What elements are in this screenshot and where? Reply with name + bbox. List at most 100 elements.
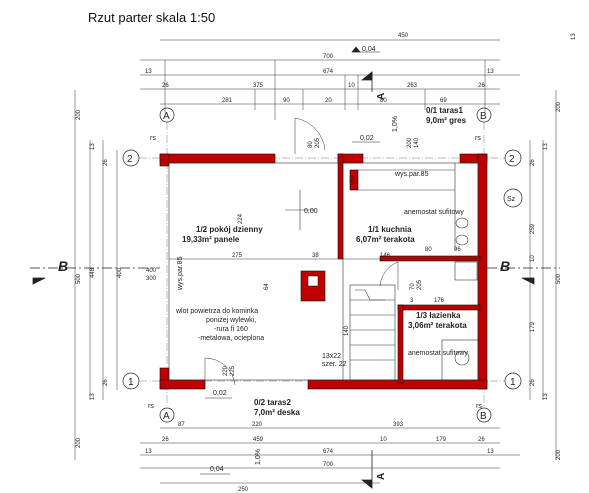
dim-3: 3 (410, 298, 414, 304)
dim-top-20: 20 (325, 98, 332, 104)
dim-left-26b: 26 (103, 379, 109, 386)
label-anemostat-2: anemostat sufitowy (408, 350, 468, 357)
rs-top-right: rs (475, 135, 481, 142)
dim-bot-87: 87 (178, 422, 185, 428)
axis-1-left-label: 1 (128, 377, 134, 388)
dim-right-179: 179 (530, 321, 536, 332)
dim-left-200b: 200 (76, 437, 82, 448)
level-bottom: 0,04 (210, 466, 224, 473)
label-wys-par-room: wys.par.85 (177, 256, 184, 291)
label-wys-par-kitchen: wys.par.85 (394, 171, 429, 178)
dim-80b: 80 (350, 176, 356, 183)
dim-bot-459: 459 (253, 437, 264, 443)
win2-dim2: 140 (414, 137, 420, 148)
dim-bot-26b: 26 (478, 437, 485, 443)
dim-top-281: 281 (222, 98, 233, 104)
stairs-label-1: 13x22 (322, 353, 341, 360)
dim-bot-26a: 26 (162, 437, 169, 443)
room-pokoj-num: 1/2 pokój dzienny (196, 225, 263, 234)
dim-top-700: 700 (323, 54, 334, 60)
dim-top-26a: 26 (162, 83, 169, 89)
chimney (307, 275, 319, 287)
door1-dim: 80 (308, 141, 314, 148)
dim-top-26b: 26 (478, 83, 485, 89)
axis-b-bottom (476, 407, 492, 423)
level-markers (200, 141, 380, 475)
dim-left-200a: 200 (76, 109, 82, 120)
win2-dim: 200 (407, 137, 413, 148)
bottom-dimension-lines (140, 427, 520, 484)
dim-right-200a: 200 (556, 101, 562, 112)
axis-b-bottom-label: B (480, 411, 487, 422)
dim-146: 146 (380, 253, 391, 259)
level-top-value: 0,04 (362, 46, 376, 53)
axis-a-top-label: A (163, 111, 170, 122)
dim-right-500: 500 (556, 273, 562, 284)
dim-38: 38 (312, 253, 319, 259)
dim-275: 275 (232, 253, 243, 259)
dim-right-26a: 26 (530, 159, 536, 166)
axis-2-right-label: 2 (509, 154, 515, 165)
dim-top-69: 69 (440, 98, 447, 104)
dim-64: 64 (264, 283, 270, 290)
dim-bot-250: 250 (238, 487, 249, 493)
rs-top-left: rs (150, 135, 156, 142)
room-lazienka-num: 1/3 łazienka (416, 311, 461, 320)
label-anemostat-1: anemostat sufitowy (404, 209, 464, 216)
left-dimension-lines (74, 90, 118, 460)
wlot-line-3: -rura fi 160 (214, 326, 248, 333)
door1-dim2: 205 (315, 137, 321, 148)
dim-bot-393: 393 (393, 422, 404, 428)
axis-1-right-label: 1 (510, 377, 516, 388)
room-pokoj-area: 19,33m² panele (182, 235, 240, 244)
dim-right-10: 10 (530, 255, 536, 262)
dim-top-90: 90 (283, 98, 290, 104)
section-b-markers (30, 267, 560, 285)
walls (159, 153, 488, 390)
wlot-line-4: -metalowa, ocieplona (198, 335, 264, 342)
room-taras1-area: 9,0m² gres (426, 116, 467, 125)
dim-left-500: 500 (76, 273, 82, 284)
level-kitchen: 0,02 (360, 135, 374, 142)
stairs-label-2: szer. 22 (322, 361, 347, 368)
dim-176: 176 (434, 298, 445, 304)
dim-80: 80 (425, 247, 432, 253)
section-a-bottom-marker (360, 450, 373, 489)
dim-left-448: 448 (90, 267, 96, 278)
dim-left-13a: 13 (90, 143, 96, 150)
dim-left-400: 400 (117, 267, 123, 278)
dim-right-26b: 26 (530, 379, 536, 386)
level-room: 0,00 (304, 208, 318, 215)
dim-224: 224 (238, 213, 244, 224)
dim-96: 96 (454, 247, 461, 253)
dim-bot-700: 700 (323, 462, 334, 468)
doors (204, 117, 399, 389)
room-kuchnia-num: 1/1 kuchnia (368, 225, 412, 234)
dim-bot-674: 674 (323, 449, 334, 455)
dim-top-375: 375 (253, 83, 264, 89)
rs-bottom-left: rs (148, 403, 154, 410)
dim-right-259: 259 (530, 223, 536, 234)
level-terrace: 0,02 (213, 390, 227, 397)
room-kuchnia-area: 6,07m² terakota (356, 235, 415, 244)
drawing-title: Rzut parter skala 1:50 (88, 10, 216, 25)
top-dimension-lines (140, 39, 520, 120)
right-dimension-lines (529, 90, 557, 460)
axis-a-bottom-label: A (163, 411, 170, 422)
slope-bottom: 1,0% (255, 449, 262, 465)
section-b-right-label: B (500, 258, 510, 274)
dim-bot-10: 10 (380, 437, 387, 443)
dim-bot-220: 220 (252, 422, 263, 428)
axis-b-top-label: B (480, 111, 487, 122)
dim-top-13b: 13 (487, 69, 494, 75)
dim-bot-13a: 13 (145, 449, 152, 455)
door3-dim: 70 (410, 283, 416, 290)
axis-2-left-label: 2 (127, 154, 133, 165)
door4-dim2: 225 (230, 365, 236, 376)
level-mark-top (351, 46, 380, 53)
section-a-bottom-label: A (376, 473, 387, 480)
dim-top-674: 674 (323, 69, 334, 75)
dim-bot-179: 179 (436, 437, 447, 443)
dim-bot-13b: 13 (487, 449, 494, 455)
